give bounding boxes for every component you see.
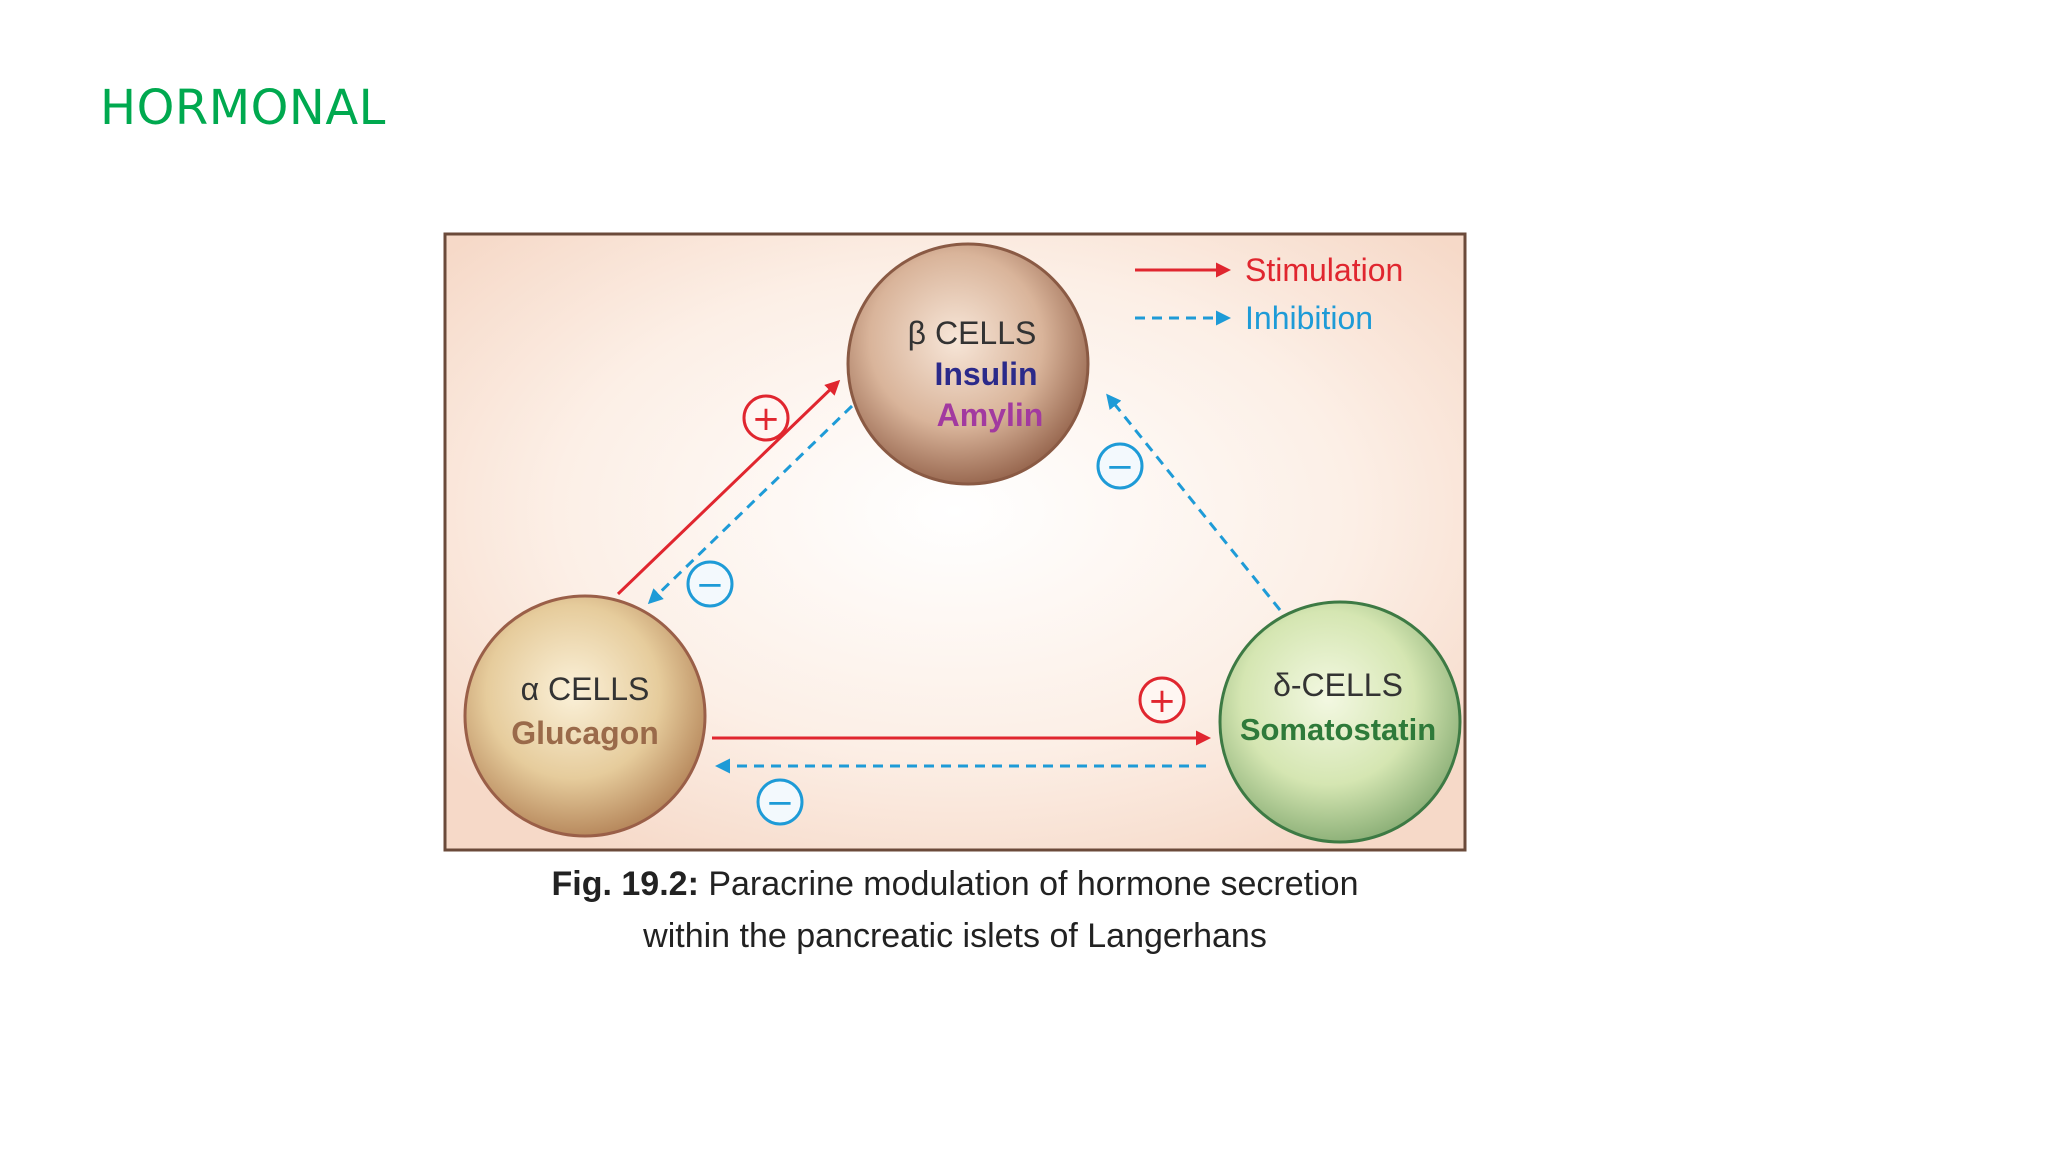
legend: Stimulation Inhibition — [1135, 252, 1403, 336]
svg-text:−: − — [766, 783, 795, 823]
svg-text:+: + — [1148, 681, 1177, 721]
minus-badge-beta-alpha: − — [686, 560, 734, 608]
amylin-label: Amylin — [937, 397, 1044, 433]
caption-text-1: Paracrine modulation of hormone secretio… — [708, 865, 1359, 903]
arrow-beta-to-alpha-inhibition — [647, 404, 854, 605]
svg-text:−: − — [696, 565, 725, 605]
plus-badge-alpha-delta: + — [1138, 676, 1186, 724]
delta-cell-title: δ-CELLS — [1273, 667, 1403, 703]
minus-badge-delta-alpha: − — [756, 778, 804, 826]
slide-title: HORMONAL — [100, 80, 386, 136]
svg-text:−: − — [1106, 447, 1135, 487]
svg-text:+: + — [752, 399, 781, 439]
paracrine-figure: Stimulation Inhibition + − − + — [440, 226, 1470, 966]
legend-stimulation-label: Stimulation — [1245, 252, 1403, 288]
figure-caption: Fig. 19.2: Paracrine modulation of hormo… — [440, 858, 1470, 962]
legend-inhibition-label: Inhibition — [1245, 300, 1373, 336]
arrow-delta-to-beta-inhibition — [1106, 393, 1282, 611]
caption-label: Fig. 19.2: — [551, 865, 699, 903]
plus-badge-alpha-beta: + — [742, 394, 790, 442]
insulin-label: Insulin — [934, 356, 1037, 392]
beta-cell: β CELLS Insulin Amylin — [846, 242, 1090, 486]
somatostatin-label: Somatostatin — [1240, 712, 1436, 747]
minus-badge-delta-beta: − — [1096, 442, 1144, 490]
arrow-alpha-to-beta-stimulation — [616, 379, 841, 596]
beta-cell-title: β CELLS — [908, 315, 1037, 351]
caption-line-2: within the pancreatic islets of Langerha… — [643, 917, 1267, 955]
delta-cell: δ-CELLS Somatostatin — [1218, 600, 1462, 844]
alpha-cell-title: α CELLS — [521, 671, 650, 707]
glucagon-label: Glucagon — [511, 715, 659, 751]
caption-line-1: Fig. 19.2: Paracrine modulation of hormo… — [440, 858, 1470, 910]
alpha-cell: α CELLS Glucagon — [463, 594, 707, 838]
paracrine-diagram: Stimulation Inhibition + − − + — [443, 232, 1467, 852]
